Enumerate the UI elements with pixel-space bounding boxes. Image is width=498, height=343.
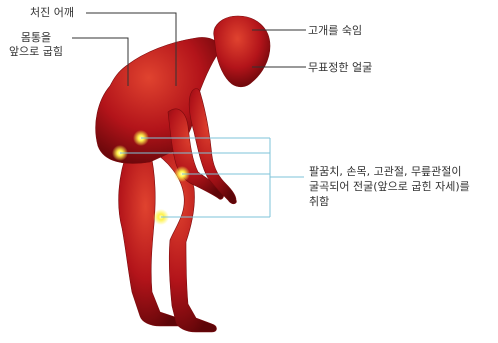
label-head-bowed: 고개를 숙임 [308,24,362,38]
label-joints-line3: 취함 [309,194,498,209]
label-joints-line2: 굴곡되어 전굴(앞으로 굽힌 자세)를 [309,179,498,194]
label-trunk-line2: 앞으로 굽힘 [3,45,69,59]
label-flexed-joints: 팔꿈치, 손목, 고관절, 무릎관절이 굴곡되어 전굴(앞으로 굽힌 자세)를 … [309,164,498,209]
label-drooping-shoulders: 처진 어깨 [30,6,74,20]
label-joints-line1: 팔꿈치, 손목, 고관절, 무릎관절이 [309,164,498,179]
label-trunk-bent-forward: 몸통을 앞으로 굽힘 [3,31,69,59]
label-trunk-line1: 몸통을 [3,31,69,45]
label-expressionless-face: 무표정한 얼굴 [308,61,372,75]
head [214,16,270,87]
